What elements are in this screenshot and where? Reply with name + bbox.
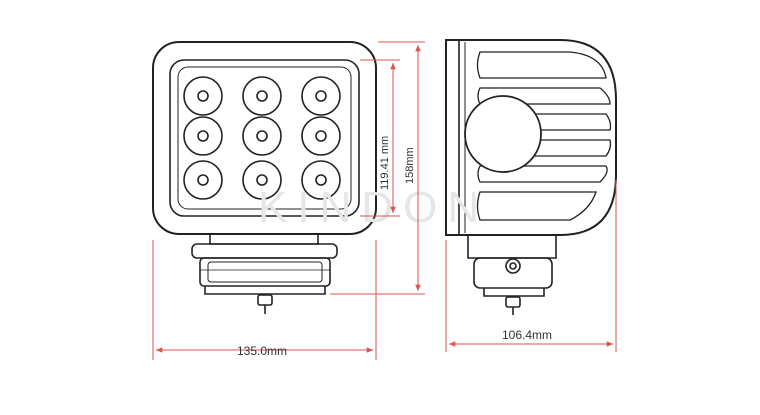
side-bolt bbox=[505, 296, 521, 315]
led-array bbox=[183, 76, 341, 200]
dimension-lines bbox=[152, 41, 617, 360]
watermark: KINDON bbox=[258, 183, 489, 232]
led bbox=[183, 160, 223, 200]
lens-frame bbox=[169, 59, 360, 217]
side-bracket bbox=[467, 235, 557, 297]
front-view bbox=[152, 41, 377, 314]
width-label: 135.0mm bbox=[237, 344, 287, 358]
led bbox=[301, 76, 341, 116]
depth-label: 106.4mm bbox=[502, 328, 552, 342]
lens-height-label: 119.41 mm bbox=[379, 136, 391, 190]
led bbox=[183, 76, 223, 116]
total-height-label: 158mm bbox=[404, 147, 416, 184]
led bbox=[183, 116, 223, 156]
cooling-fins bbox=[476, 51, 612, 221]
led bbox=[242, 116, 282, 156]
side-hub bbox=[464, 95, 542, 173]
led bbox=[242, 160, 282, 200]
led bbox=[301, 160, 341, 200]
front-bolt bbox=[257, 294, 273, 314]
led bbox=[301, 116, 341, 156]
front-housing bbox=[152, 41, 377, 235]
side-view bbox=[445, 39, 617, 315]
side-housing bbox=[445, 39, 617, 236]
led bbox=[242, 76, 282, 116]
front-bracket bbox=[191, 234, 338, 295]
